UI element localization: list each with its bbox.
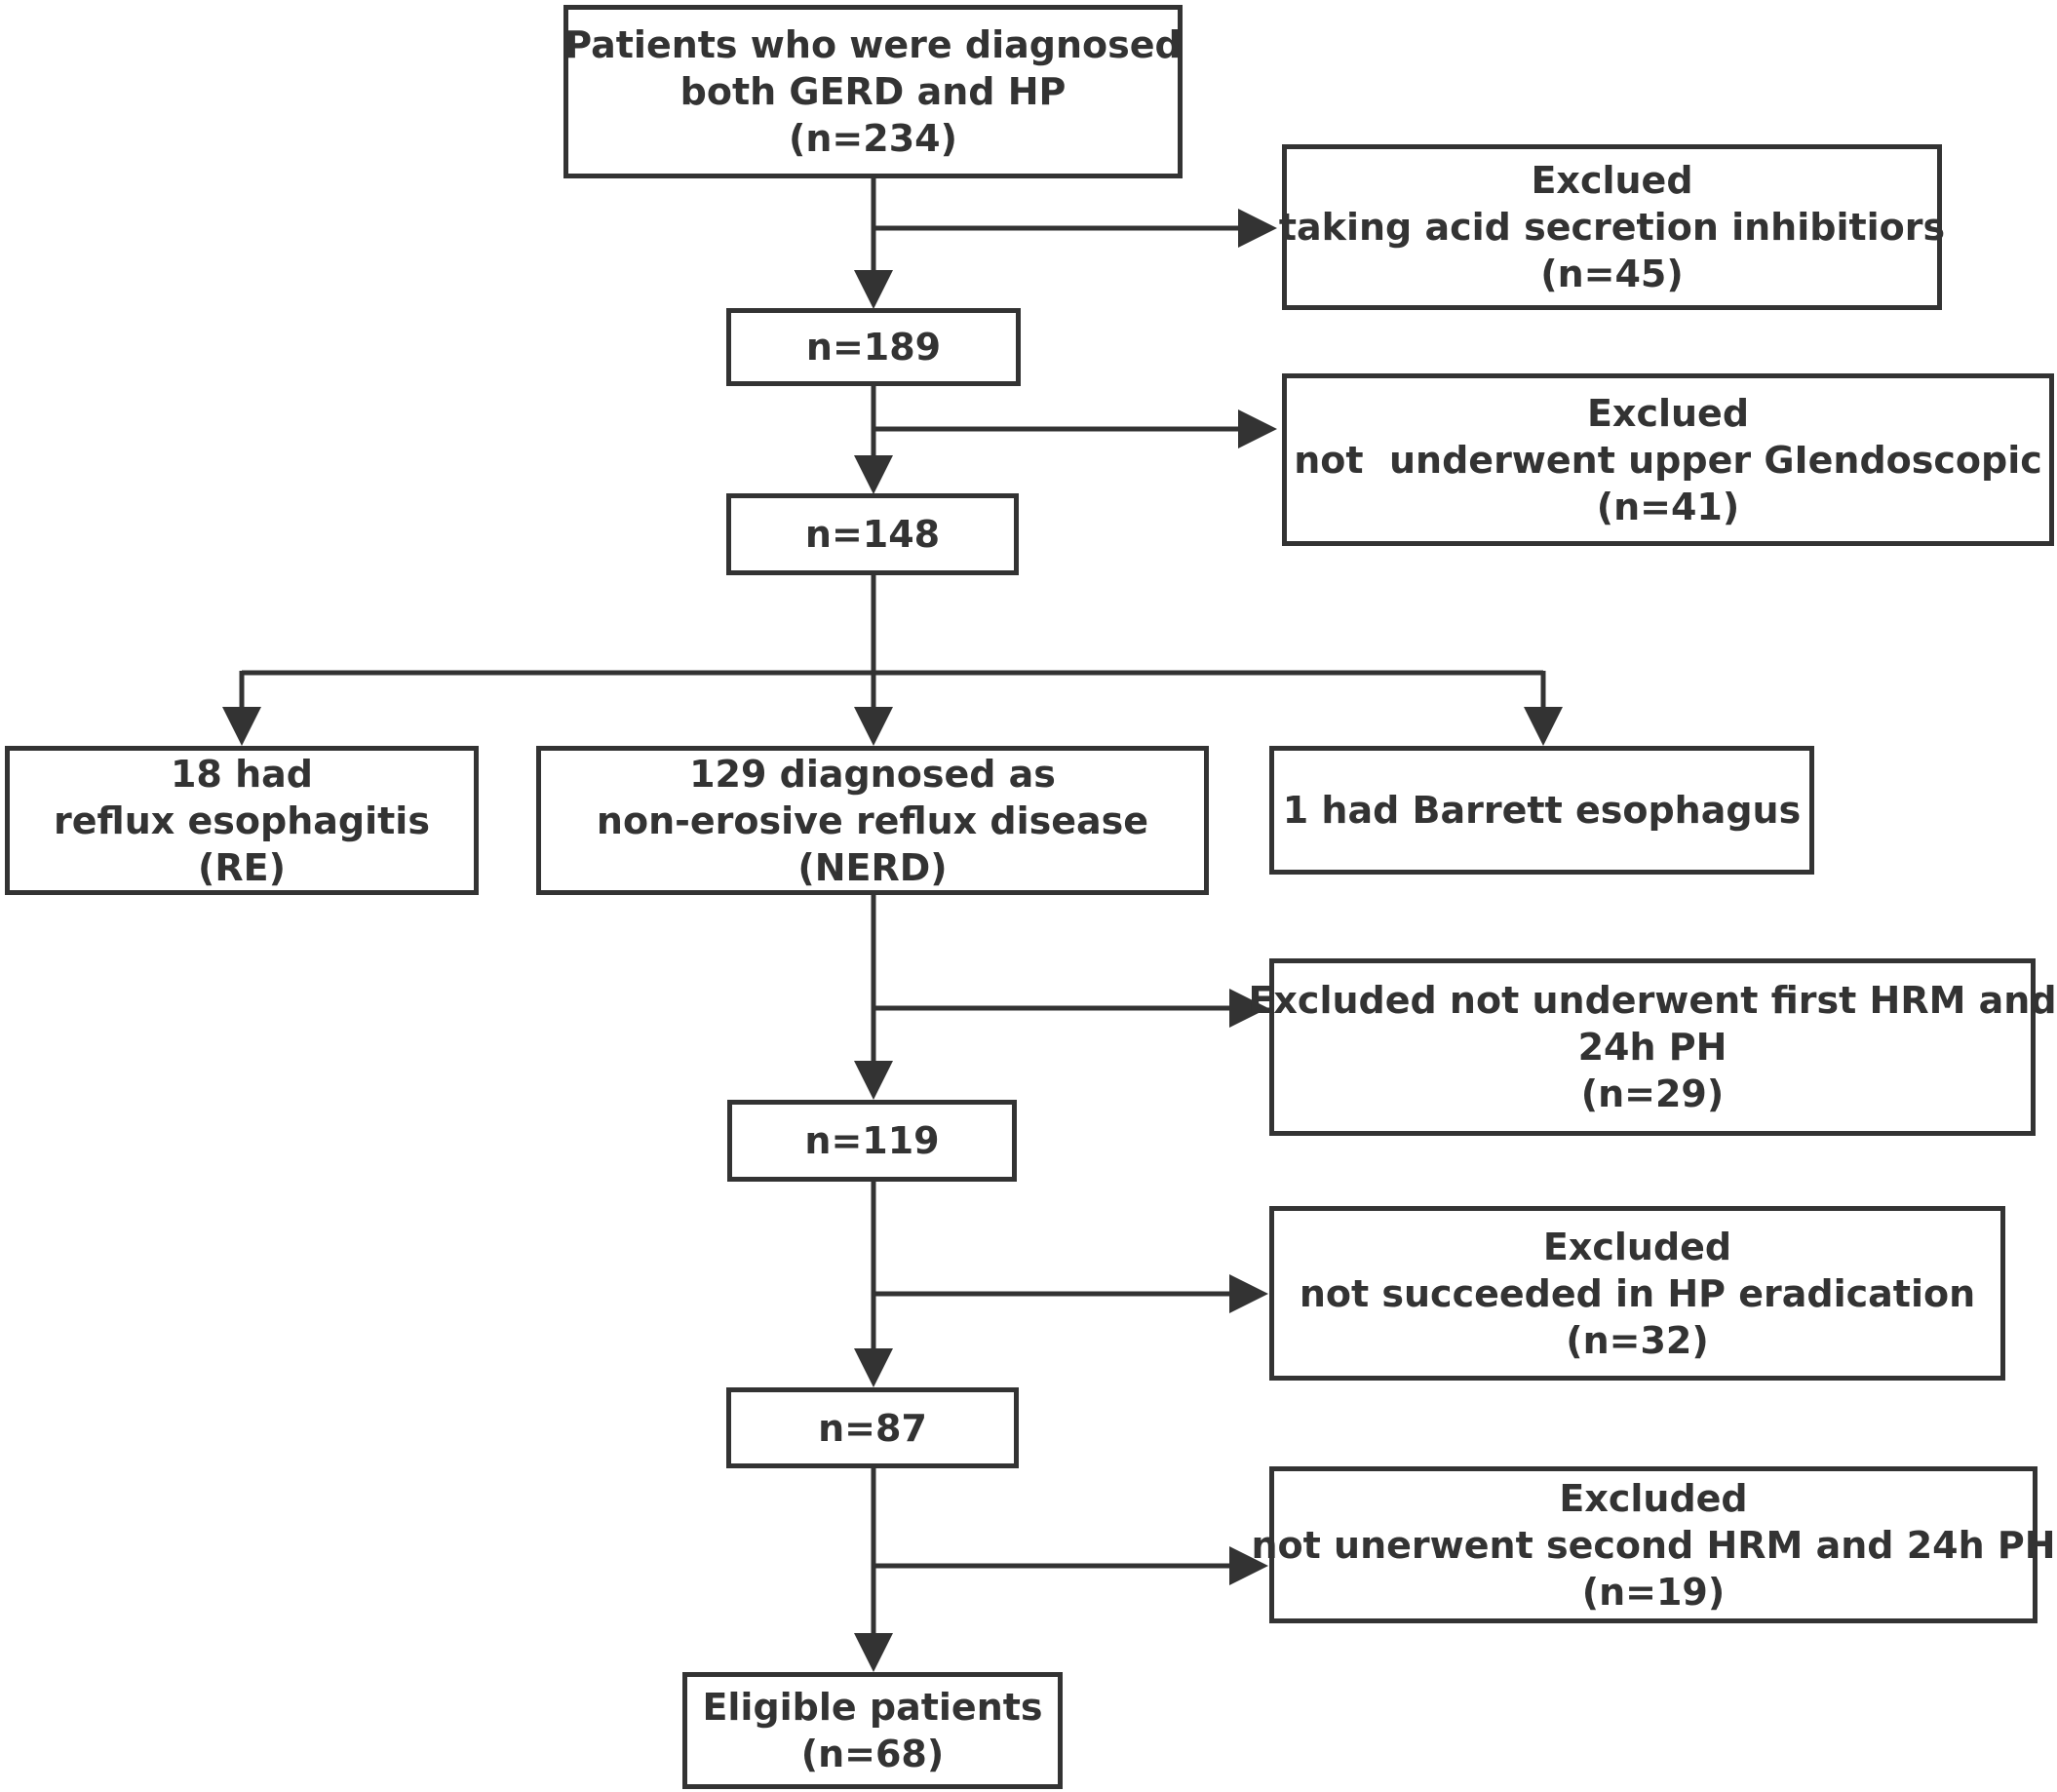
box-line: (NERD) xyxy=(797,845,948,889)
box-line: (RE) xyxy=(198,845,286,889)
box-line: (n=32) xyxy=(1566,1318,1709,1362)
box-exclusion-first-hrm: Excluded not underwent first HRM and 24h… xyxy=(1248,958,2057,1136)
box-line: (n=234) xyxy=(789,117,957,160)
box-line: 18 had xyxy=(170,752,313,796)
box-initial-patients: Patients who were diagnosed both GERD an… xyxy=(563,5,1183,178)
box-line: Excluded not underwent first HRM and xyxy=(1248,979,2057,1022)
box-eligible-patients: Eligible patients (n=68) xyxy=(682,1672,1063,1789)
box-barrett-esophagus: 1 had Barrett esophagus xyxy=(1269,746,1814,875)
box-exclusion-endoscopic: Exclued not underwent upper GIendoscopic… xyxy=(1282,373,2054,546)
box-line: both GERD and HP xyxy=(679,70,1067,113)
box-line: n=148 xyxy=(804,513,941,556)
box-line: 1 had Barrett esophagus xyxy=(1282,789,1802,832)
box-line: (n=19) xyxy=(1581,1570,1726,1614)
box-line: taking acid secretion inhibitiors xyxy=(1278,206,1946,249)
box-line: n=87 xyxy=(818,1406,927,1450)
box-line: Exclued xyxy=(1586,391,1750,435)
box-exclusion-hp-eradication: Excluded not succeeded in HP eradication… xyxy=(1269,1206,2005,1381)
box-reflux-esophagitis: 18 had reflux esophagitis (RE) xyxy=(5,746,479,895)
box-line: n=119 xyxy=(804,1119,940,1162)
box-line: not underwent upper GIendoscopic xyxy=(1294,438,2042,482)
box-line: non-erosive reflux disease xyxy=(596,799,1149,842)
box-line: 129 diagnosed as xyxy=(689,752,1056,796)
box-nerd: 129 diagnosed as non-erosive reflux dise… xyxy=(536,746,1209,895)
box-line: not unerwent second HRM and 24h PH xyxy=(1251,1523,2056,1567)
box-line: reflux esophagitis xyxy=(54,799,430,842)
box-line: 24h PH xyxy=(1577,1026,1727,1069)
box-n87: n=87 xyxy=(726,1387,1019,1468)
box-exclusion-acid-inhibitors: Exclued taking acid secretion inhibitior… xyxy=(1278,144,1946,310)
box-line: (n=41) xyxy=(1596,485,1740,528)
box-line: n=189 xyxy=(805,326,942,369)
box-exclusion-second-hrm: Excluded not unerwent second HRM and 24h… xyxy=(1251,1466,2056,1623)
box-line: Exclued xyxy=(1531,159,1693,202)
box-line: (n=29) xyxy=(1580,1072,1725,1115)
box-line: Excluded xyxy=(1559,1476,1748,1520)
box-line: Patients who were diagnosed xyxy=(564,23,1182,66)
box-line: not succeeded in HP eradication xyxy=(1299,1271,1976,1315)
box-n119: n=119 xyxy=(727,1100,1017,1182)
box-line: Excluded xyxy=(1542,1225,1732,1268)
box-n148: n=148 xyxy=(726,493,1019,575)
box-line: Eligible patients xyxy=(702,1686,1043,1729)
box-n189: n=189 xyxy=(726,308,1021,386)
box-line: (n=45) xyxy=(1540,253,1684,295)
box-line: (n=68) xyxy=(800,1733,945,1775)
